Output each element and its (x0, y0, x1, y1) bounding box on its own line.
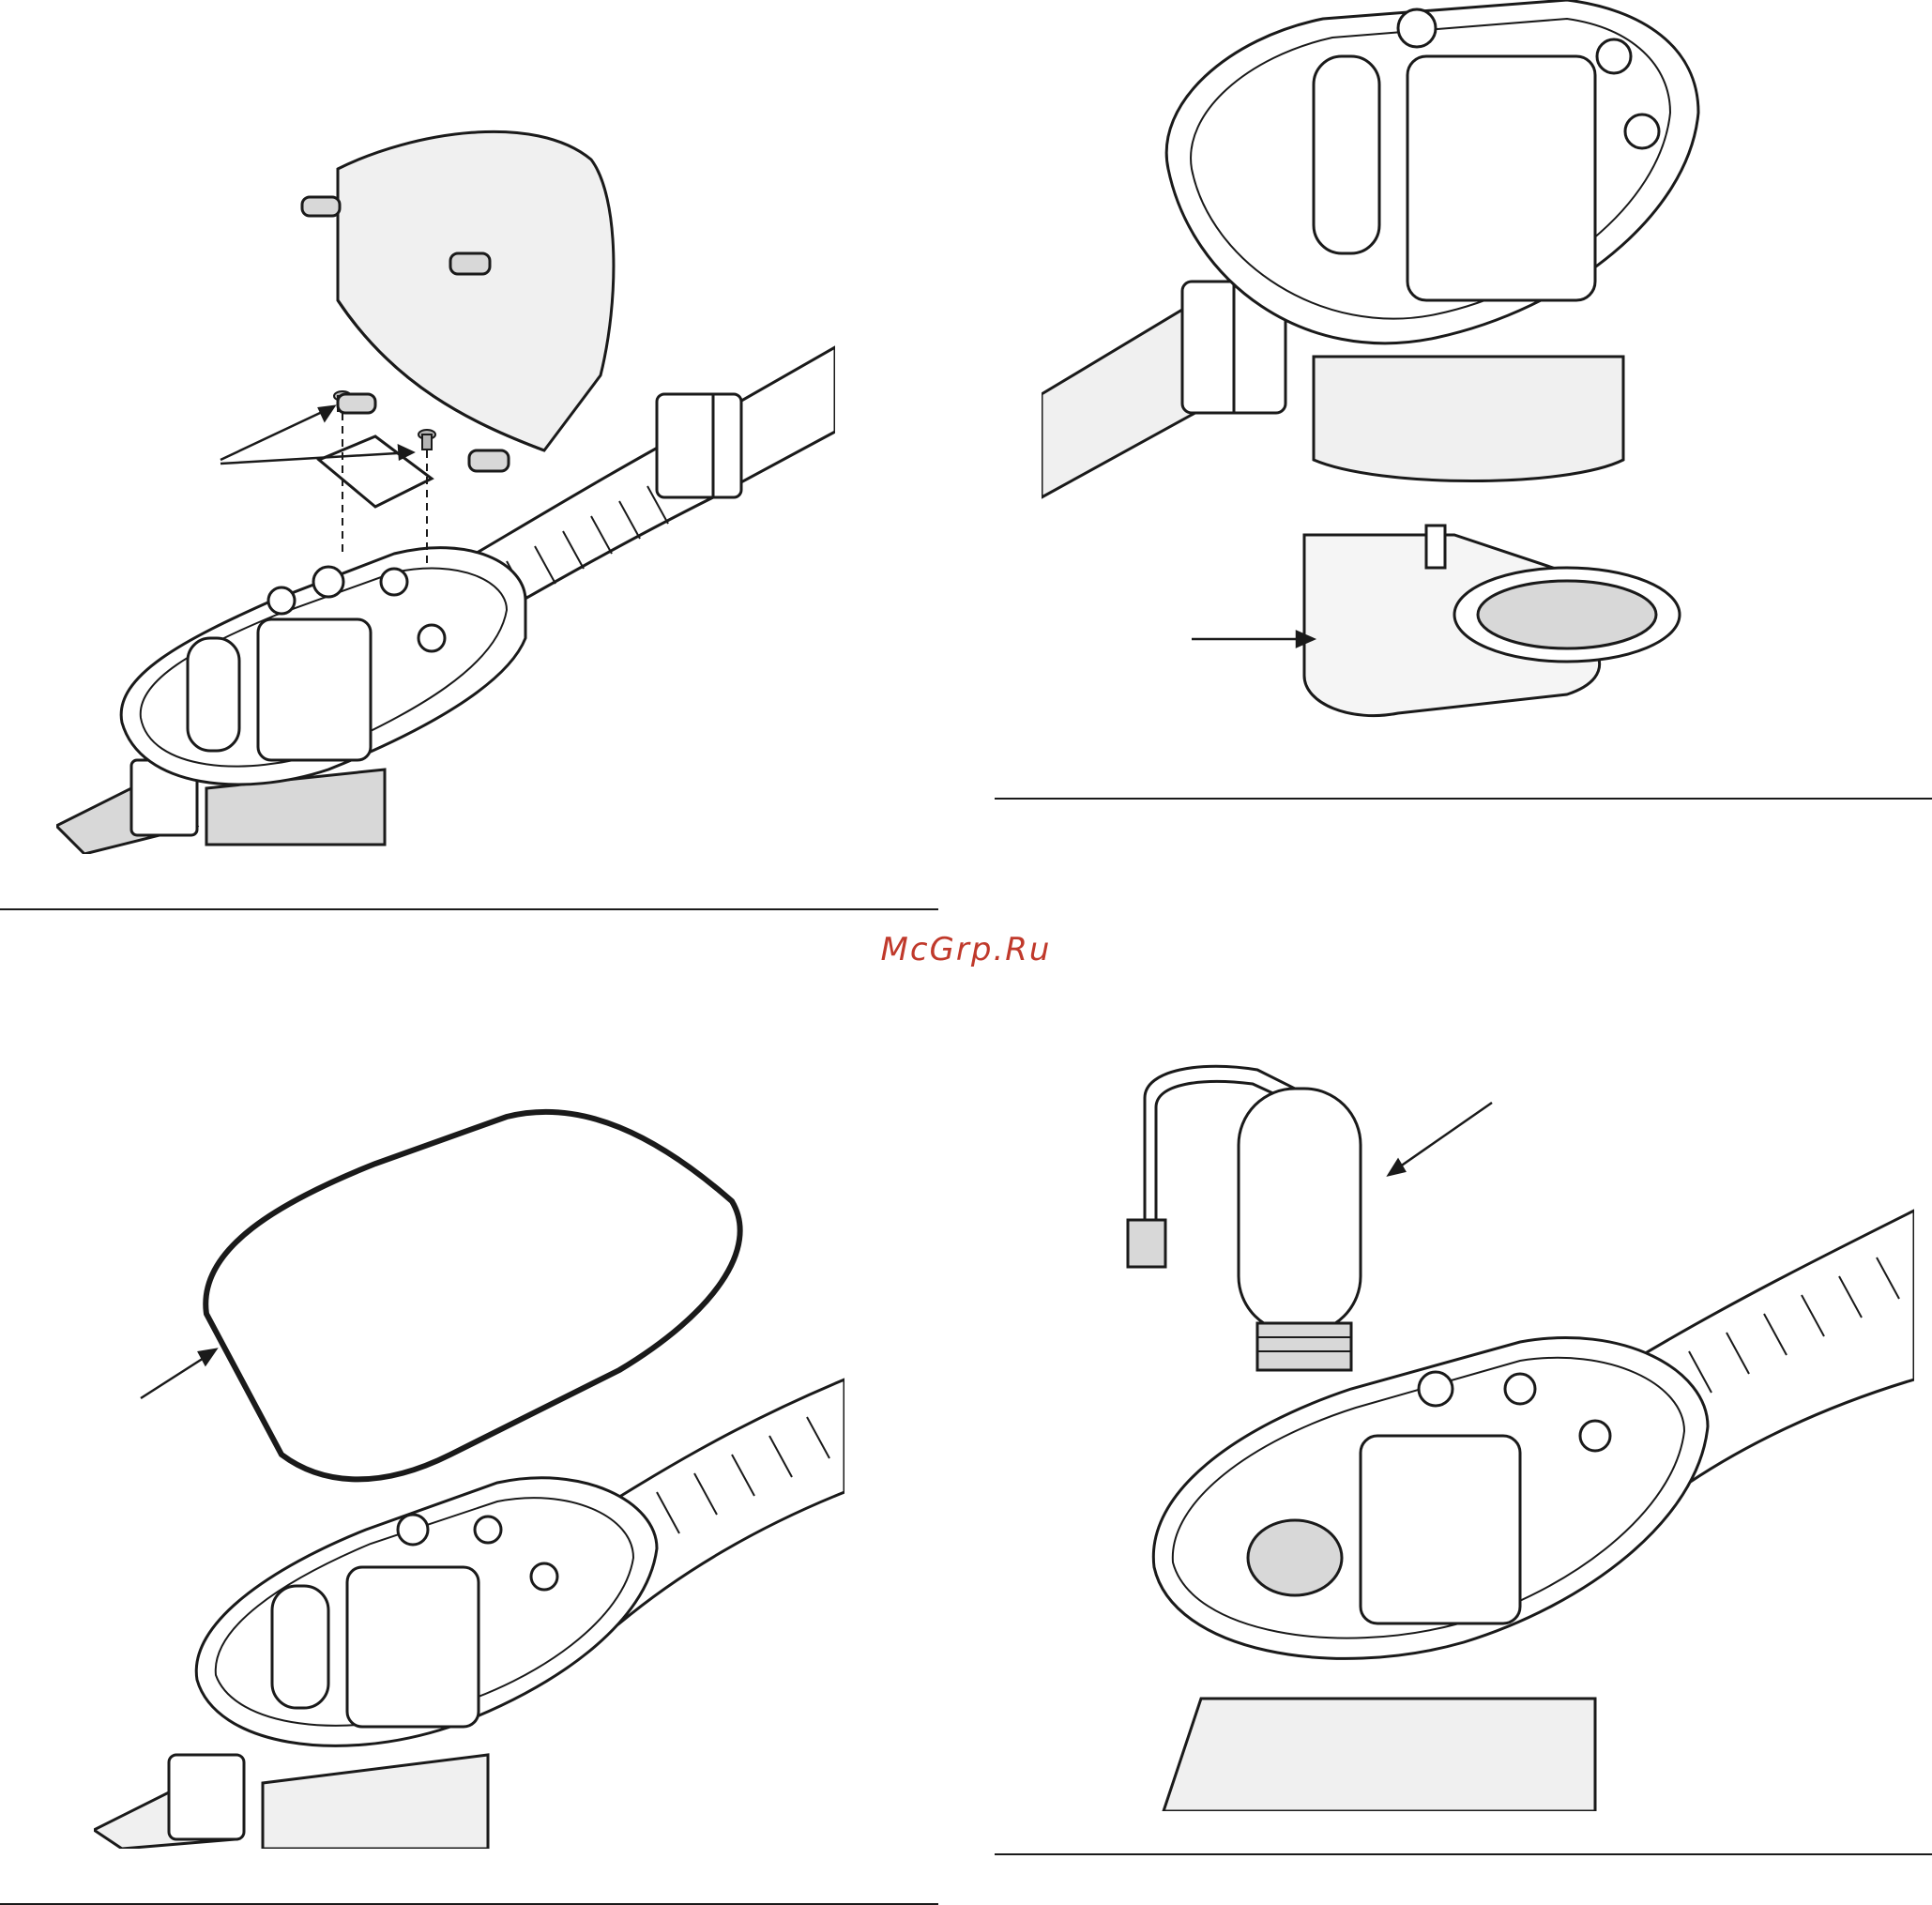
cover (302, 131, 614, 471)
base-cap-removal-illustration (1042, 0, 1924, 751)
base-cap (1304, 526, 1680, 716)
panel-base-cap-removal (1042, 0, 1924, 751)
pipe (94, 1755, 244, 1849)
sensor (1239, 1089, 1361, 1370)
gasket (205, 1112, 739, 1480)
leader-lines (1389, 1103, 1492, 1175)
panel-sensor-removal (1070, 1042, 1914, 1811)
circuit-board (319, 436, 432, 507)
divider-right-lower (995, 1853, 1932, 1855)
leader-lines (1192, 632, 1314, 647)
leader-lines (221, 406, 413, 464)
panel-cover-removal (56, 113, 835, 854)
valve-housing (196, 1478, 657, 1849)
panel-gasket-removal (94, 1098, 844, 1849)
divider-right-upper (995, 798, 1932, 800)
divider-left-upper (0, 908, 938, 910)
watermark-text: McGrp.Ru (0, 931, 1932, 968)
leader-lines (141, 1349, 216, 1398)
pipe (1042, 282, 1285, 497)
valve-housing (1153, 1338, 1708, 1811)
cover-removal-illustration (56, 113, 835, 854)
sensor-removal-illustration (1070, 1042, 1914, 1811)
gasket-removal-illustration (94, 1098, 844, 1849)
